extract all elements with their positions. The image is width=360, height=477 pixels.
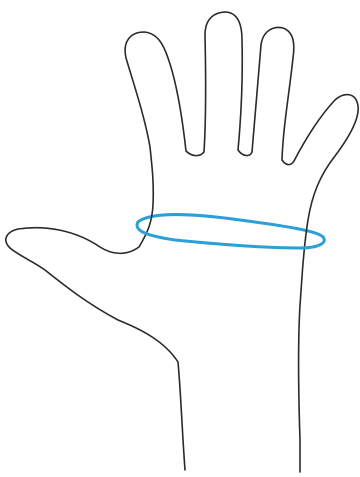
palm-measure-loop-front [137,222,324,248]
palm-measure-loop-back [138,215,323,237]
